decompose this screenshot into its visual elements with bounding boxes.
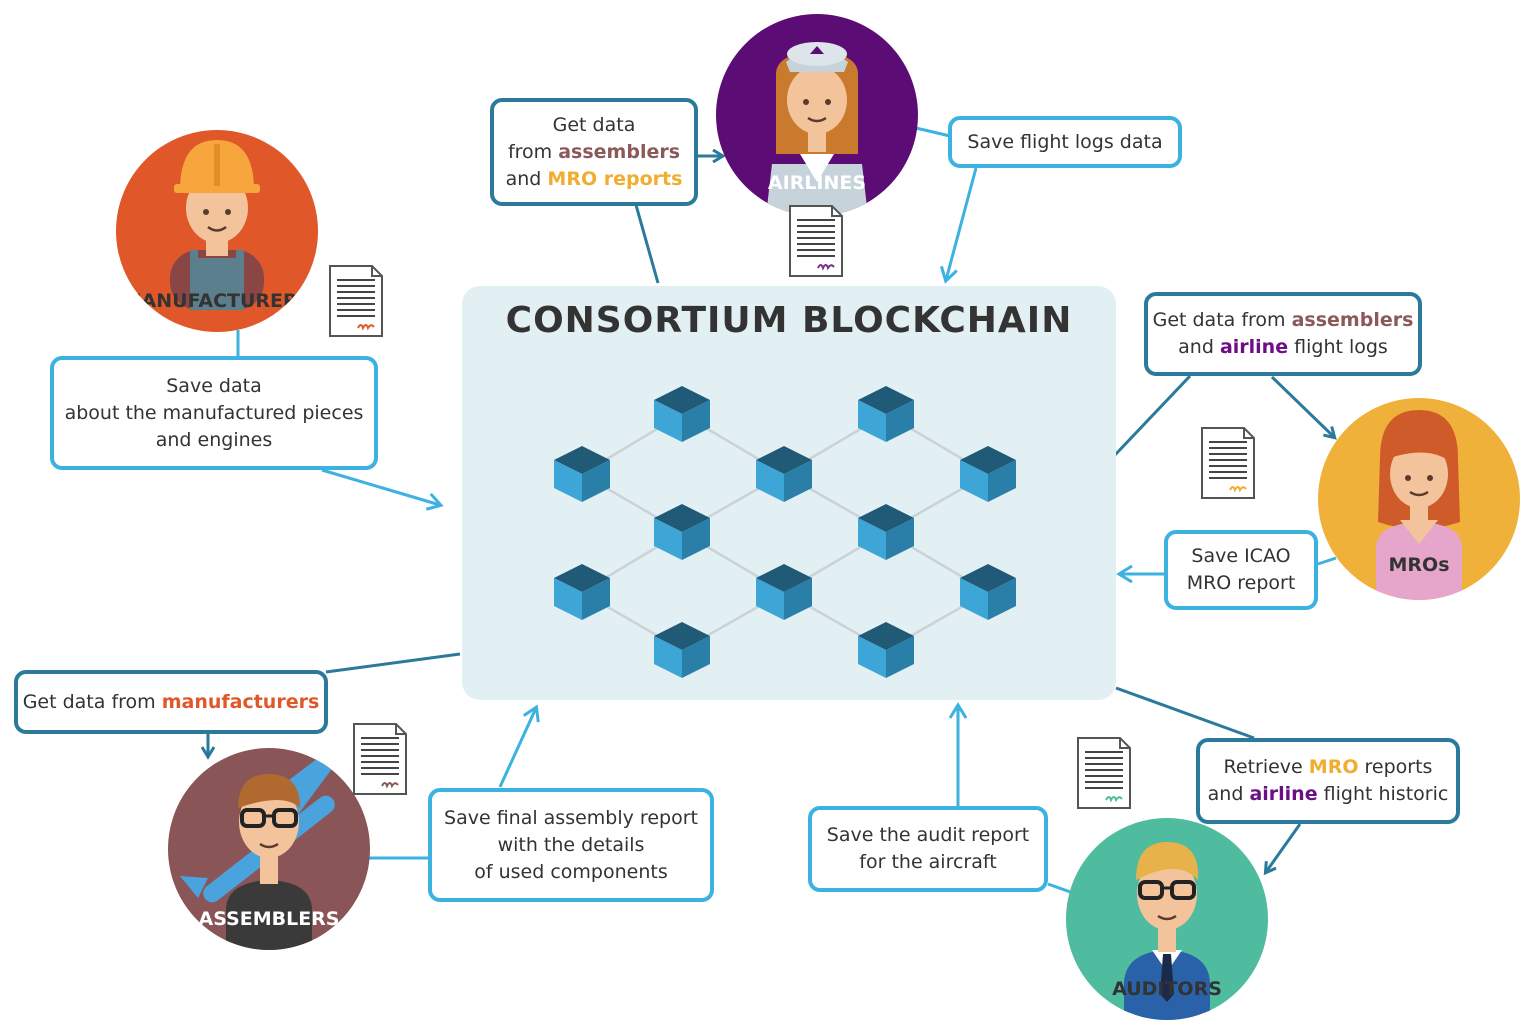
auditors-avatar[interactable]: AUDITORS [1066, 818, 1268, 1020]
blockchain-network [554, 386, 1016, 678]
callout-line: Retrieve MRO reports [1223, 756, 1433, 778]
block-cube-icon [654, 504, 710, 560]
assemblers-label: ASSEMBLERS [198, 908, 340, 930]
line-assemblers-get [325, 652, 461, 674]
engineer-icon [180, 758, 335, 950]
document-icon [329, 265, 383, 337]
callout-line: and airline flight historic [1207, 783, 1449, 805]
block-cube-icon [654, 386, 710, 442]
manufacturers-avatar[interactable]: MANUFACTURERS [116, 130, 318, 332]
airlines-label: AIRLINES [767, 172, 867, 194]
arrow-auditors-get [1266, 823, 1302, 872]
callout-line: Save ICAO [1191, 545, 1291, 567]
arrow-manufacturers-save [321, 468, 440, 505]
document-icon [1201, 427, 1255, 499]
blockchain-title: CONSORTIUM BLOCKCHAIN [505, 300, 1073, 341]
manufacturers-highlight: manufacturers [161, 690, 320, 713]
block-cube-icon [756, 564, 812, 620]
line-airlines-get-box [634, 204, 660, 284]
auditor-icon [1124, 842, 1210, 1020]
block-cube-icon [858, 386, 914, 442]
callout-line: Save flight logs data [967, 130, 1163, 153]
line-mros-get [1112, 374, 1192, 458]
callout-line: MRO report [1186, 572, 1296, 594]
block-cube-icon [554, 446, 610, 502]
auditors-label: AUDITORS [1112, 978, 1222, 1000]
manufacturers-label: MANUFACTURERS [122, 290, 312, 312]
callout-line: Get data from assemblers [1152, 309, 1414, 331]
callout-line: about the manufactured pieces [64, 401, 364, 424]
arrow-airlines-save [946, 167, 978, 280]
block-cube-icon [858, 622, 914, 678]
callout-line: and MRO reports [505, 167, 683, 190]
airlines-save-callout: Save flight logs data [948, 116, 1182, 168]
arrow-assemblers-save [498, 708, 536, 788]
flight-attendant-icon [766, 42, 868, 216]
worker-icon [170, 140, 264, 310]
assemblers-avatar[interactable]: ASSEMBLERS [168, 748, 370, 950]
mros-label: MROs [1388, 554, 1450, 576]
block-cube-icon [858, 504, 914, 560]
mro-reports-highlight: MRO reports [547, 167, 683, 190]
auditors-get-callout: Retrieve MRO reports and airline flight … [1196, 738, 1460, 824]
assemblers-get-callout: Get data from manufacturers [14, 670, 328, 734]
airline-highlight: airline [1249, 783, 1318, 805]
mro-highlight: MRO [1308, 756, 1359, 778]
document-icon [1077, 737, 1131, 809]
document-icon [789, 205, 843, 277]
callout-line: and engines [155, 428, 273, 451]
callout-line: Save data [166, 374, 262, 397]
mros-get-callout: Get data from assemblers and airline fli… [1144, 292, 1422, 376]
auditors-save-callout: Save the audit report for the aircraft [808, 806, 1048, 892]
assemblers-save-callout: Save final assembly report with the deta… [428, 788, 714, 902]
block-cube-icon [554, 564, 610, 620]
block-cube-icon [960, 446, 1016, 502]
mros-avatar[interactable]: MROs [1318, 398, 1520, 600]
callout-line: and airline flight logs [1178, 336, 1388, 358]
line-auditors-get [1115, 686, 1255, 740]
callout-line: of used components [474, 860, 668, 883]
airlines-avatar[interactable]: AIRLINES [716, 14, 918, 216]
callout-line: Get data from manufacturers [22, 690, 320, 713]
callout-line: with the details [497, 833, 645, 856]
callout-line: Save the audit report [826, 824, 1030, 846]
callout-line: Save final assembly report [444, 806, 698, 829]
line-airlines-save [915, 126, 951, 138]
block-cube-icon [654, 622, 710, 678]
blockchain-panel: CONSORTIUM BLOCKCHAIN [462, 286, 1116, 700]
document-icon [353, 723, 407, 795]
callout-line: Get data [552, 113, 636, 136]
mros-save-callout: Save ICAO MRO report [1164, 530, 1318, 610]
assemblers-highlight: assemblers [1291, 309, 1414, 331]
callout-line: from assemblers [507, 140, 681, 163]
assemblers-highlight: assemblers [558, 140, 681, 163]
block-cube-icon [756, 446, 812, 502]
technician-woman-icon [1376, 410, 1462, 600]
callout-line: for the aircraft [859, 851, 997, 873]
airlines-get-callout: Get data from assemblers and MRO reports [490, 98, 698, 206]
manufacturers-save-callout: Save data about the manufactured pieces … [50, 356, 378, 470]
block-cube-icon [960, 564, 1016, 620]
airline-highlight: airline [1219, 336, 1289, 358]
